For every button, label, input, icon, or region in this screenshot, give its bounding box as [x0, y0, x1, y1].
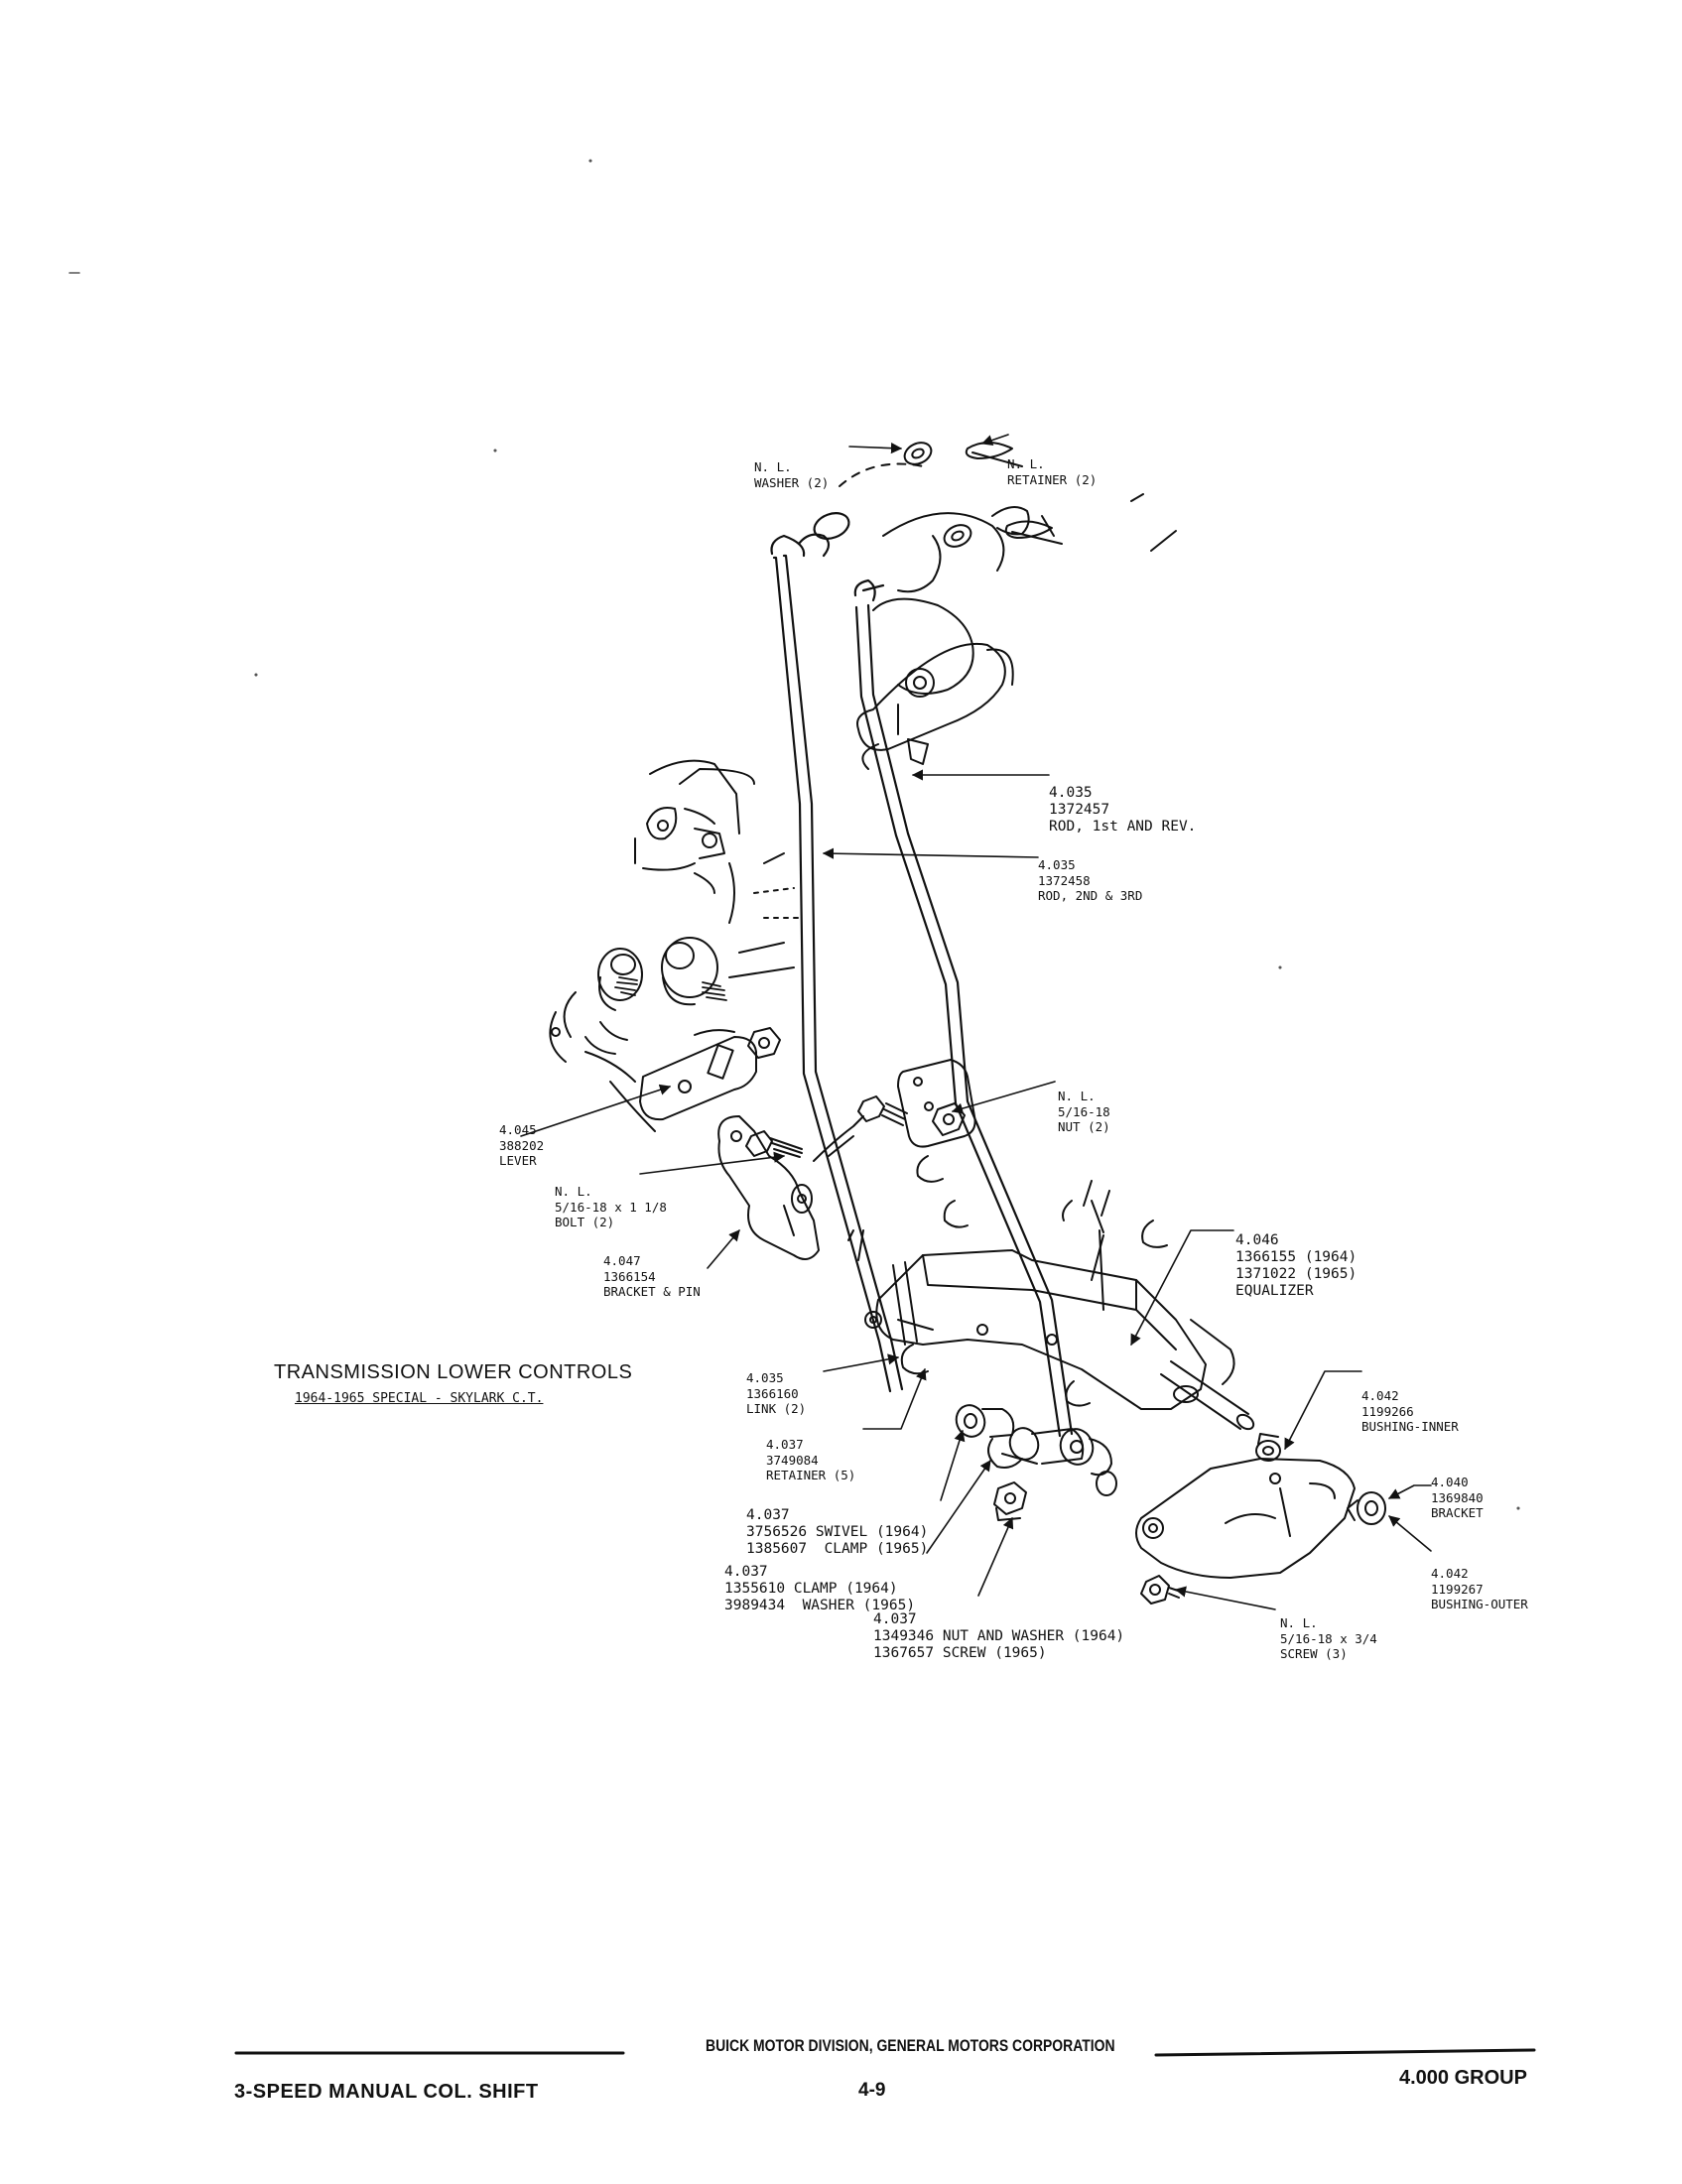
footer-division: BUICK MOTOR DIVISION, GENERAL MOTORS COR… — [706, 2036, 1115, 2055]
bracket-and-pin-part — [717, 1115, 864, 1260]
equalizer-shaft — [1160, 1319, 1255, 1431]
nut-part — [747, 1027, 966, 1136]
equalizer-upper-plate — [897, 1059, 976, 1148]
mount-cushion — [597, 937, 718, 1011]
footer-group: 4.000 GROUP — [1399, 2067, 1527, 2089]
scan-specks — [68, 159, 1520, 1510]
transmission-case — [634, 759, 805, 978]
leader-lines — [520, 434, 1432, 1610]
link-part — [892, 1200, 1104, 1346]
rod-2nd-3rd — [770, 512, 904, 1393]
footer-section: 3-SPEED MANUAL COL. SHIFT — [234, 2081, 539, 2103]
callout-retainer-top: N. L.RETAINER (2) — [1007, 456, 1098, 487]
washer-part — [903, 442, 972, 548]
engine-side-outline — [549, 991, 656, 1132]
rod-1st-rev — [853, 578, 1074, 1438]
screw-part — [1140, 1575, 1182, 1605]
callout-washer: N. L.WASHER (2) — [754, 459, 830, 490]
bolt-part — [745, 1095, 908, 1158]
footer-rules — [234, 2048, 1536, 2057]
page-number: 4-9 — [858, 2080, 886, 2101]
lever-part — [639, 1029, 757, 1121]
retainer-clip-part — [965, 442, 1063, 545]
bushing-outer-part — [1347, 1491, 1386, 1525]
swivel-part — [955, 1404, 1117, 1496]
column-shift-levers — [839, 462, 1177, 770]
bushing-inner-part — [1255, 1433, 1281, 1462]
equalizer-part — [847, 1180, 1207, 1410]
diagram-subtitle: 1964-1965 SPECIAL - SKYLARK C.T. — [295, 1391, 544, 1406]
retainer-clips — [900, 1155, 1168, 1407]
bracket-part — [1135, 1458, 1356, 1579]
clamp-part — [987, 1438, 1038, 1469]
diagram-title: TRANSMISSION LOWER CONTROLS — [274, 1361, 633, 1383]
nut-and-washer-part — [993, 1481, 1027, 1521]
mount-studs — [614, 976, 727, 1001]
